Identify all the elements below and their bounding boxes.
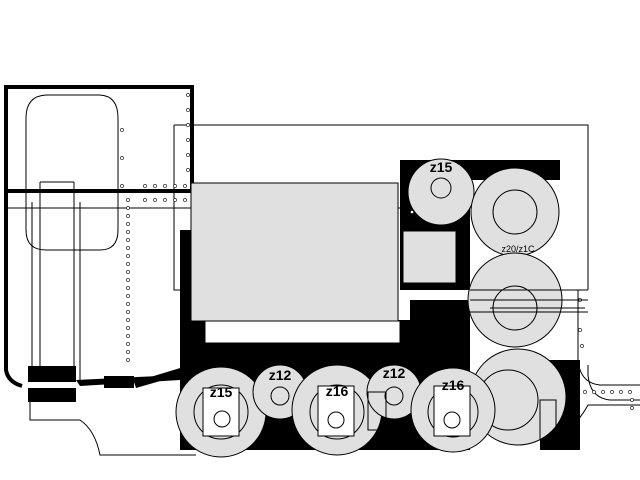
gear-label: z16: [442, 377, 465, 393]
bracket-white: [204, 320, 401, 344]
axle-lines: [367, 289, 588, 441]
gear-label: z12: [383, 365, 406, 381]
rivet-dot: [153, 198, 157, 202]
rivet-dot: [628, 390, 632, 394]
rivet-dot: [120, 184, 124, 188]
rivet-dot: [578, 328, 582, 332]
rivet-dot: [126, 270, 130, 274]
rivet-dot: [153, 184, 157, 188]
gear-label: z16: [326, 383, 349, 399]
rivet-dot: [610, 390, 614, 394]
rivet-dot: [126, 342, 130, 346]
rivet-dot: [601, 390, 605, 394]
rivet-dot: [186, 108, 190, 112]
rivet-dot: [126, 230, 130, 234]
gear-large-right-upper: z20/z1C m04: [470, 167, 560, 266]
rivet-dot: [143, 184, 147, 188]
rivet-dot: [619, 390, 623, 394]
gear-top-right-z15: z15: [407, 158, 475, 226]
gear-label: z15: [430, 159, 453, 175]
gear-label: z12: [269, 367, 292, 383]
rivet-dot: [126, 222, 130, 226]
rivet-dot: [163, 184, 167, 188]
rivet-dot: [630, 398, 634, 402]
rivet-dot: [120, 128, 124, 132]
rivet-dot: [143, 198, 147, 202]
gear-bottom-mid-z16: z16: [291, 364, 383, 456]
motor-mount: [402, 230, 457, 284]
rivet-dot: [592, 390, 596, 394]
rivet-dot: [630, 406, 634, 410]
rivet-dot: [183, 184, 187, 188]
rivet-dot: [126, 310, 130, 314]
rivet-dot: [126, 326, 130, 330]
rivet-dot: [126, 278, 130, 282]
gear-bottom-left-z15: z15: [175, 366, 267, 458]
rivet-dot: [186, 168, 190, 172]
rivet-dot: [126, 238, 130, 242]
rivet-dot: [126, 262, 130, 266]
gear-bottom-right-z16: z16: [410, 367, 496, 453]
rivet-dot: [173, 184, 177, 188]
motor-block: [190, 182, 399, 322]
gear-label: z15: [210, 384, 233, 400]
rivet-dot: [126, 302, 130, 306]
rivet-dot: [186, 138, 190, 142]
rivet-dot: [186, 123, 190, 127]
module-note-line1: z20/z1C: [501, 244, 535, 254]
rivet-dot: [583, 390, 587, 394]
rivet-dot: [126, 206, 130, 210]
rivet-dot: [126, 318, 130, 322]
rivet-dot: [183, 198, 187, 202]
rivet-dot: [126, 214, 130, 218]
rivet-dot: [126, 294, 130, 298]
rivet-dot: [120, 156, 124, 160]
rivet-dot: [580, 344, 584, 348]
rivet-dot: [126, 254, 130, 258]
rivet-dot: [173, 198, 177, 202]
gear-small-2-z12: z12: [366, 364, 422, 420]
rivet-dot: [186, 93, 190, 97]
rivet-dot: [186, 153, 190, 157]
rivet-dot: [126, 358, 130, 362]
rivet-dot: [163, 198, 167, 202]
rivet-dot: [126, 198, 130, 202]
rivet-dot: [126, 286, 130, 290]
rivet-dot: [126, 246, 130, 250]
rivet-dot: [410, 210, 414, 214]
rivet-dot: [126, 334, 130, 338]
rivet-dot: [126, 350, 130, 354]
